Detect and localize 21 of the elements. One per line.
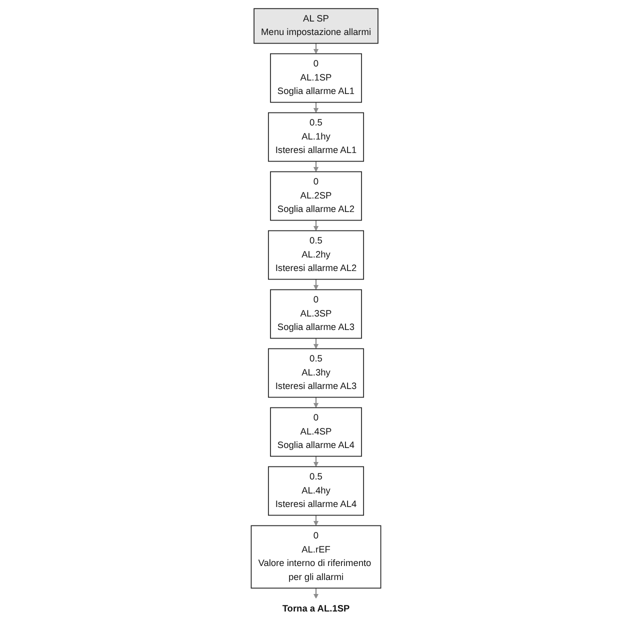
node-box: 0 AL.rEF Valore interno di riferimento per gli allarmi [250, 525, 381, 589]
node-box: 0.5 AL.3hy Isteresi allarme AL3 [268, 348, 364, 398]
node-box: 0 AL.4SP Soglia allarme AL4 [270, 407, 362, 457]
node-box: 0.5 AL.1hy Isteresi allarme AL1 [268, 112, 364, 162]
arrow [312, 456, 318, 467]
node-text: Torna a AL.1SP [282, 604, 350, 614]
node-box: 0.5 AL.4hy Isteresi allarme AL4 [268, 466, 364, 516]
arrow [312, 102, 318, 113]
node-box: 0.5 AL.2hy Isteresi allarme AL2 [268, 230, 364, 280]
arrow [312, 279, 318, 290]
node-box: 0 AL.1SP Soglia allarme AL1 [270, 53, 362, 103]
node-box: AL SP Menu impostazione allarmi [253, 8, 378, 44]
node-box: 0 AL.3SP Soglia allarme AL3 [270, 289, 362, 339]
node-box: 0 AL.2SP Soglia allarme AL2 [270, 171, 362, 221]
arrow [312, 397, 318, 408]
arrow [312, 43, 318, 54]
arrow [312, 161, 318, 172]
arrow [312, 220, 318, 231]
arrow [312, 338, 318, 349]
arrow [312, 588, 318, 599]
arrow [312, 515, 318, 526]
